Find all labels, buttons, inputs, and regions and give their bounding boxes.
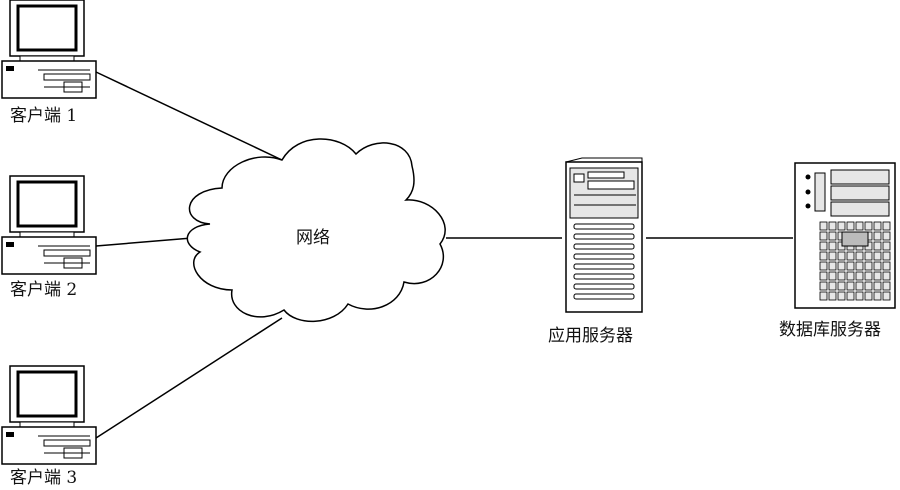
drive-bay-cell bbox=[846, 271, 855, 281]
drive-bay-cell bbox=[873, 261, 882, 271]
client-computer-icon bbox=[1, 365, 97, 465]
drive-bay-cell bbox=[855, 281, 864, 291]
drive-bay-cell bbox=[864, 281, 873, 291]
drive-bay-cell bbox=[882, 241, 891, 251]
client-computer-icon bbox=[1, 0, 97, 99]
drive-bay-cell bbox=[873, 241, 882, 251]
drive-bay-cell bbox=[819, 231, 828, 241]
client-2-label: 客户端 2 bbox=[10, 280, 78, 300]
drive-bay-cell bbox=[873, 231, 882, 241]
drive-bay-cell bbox=[864, 261, 873, 271]
link-client-1-network bbox=[95, 71, 283, 161]
drive-bay-cell bbox=[864, 271, 873, 281]
client-3-label: 客户端 3 bbox=[10, 468, 78, 488]
database-server-icon bbox=[794, 162, 896, 309]
drive-bay-cell bbox=[873, 291, 882, 301]
drive-bay-cell bbox=[819, 271, 828, 281]
drive-bay-cell bbox=[837, 251, 846, 261]
drive-bay-cell bbox=[828, 281, 837, 291]
client-computer-icon bbox=[1, 175, 97, 275]
drive-bay-cell bbox=[828, 291, 837, 301]
drive-bay-cell bbox=[819, 281, 828, 291]
drive-bay-cell bbox=[837, 221, 846, 231]
link-client-3-network bbox=[95, 317, 283, 439]
drive-bay-cell bbox=[819, 251, 828, 261]
drive-bay-cell bbox=[882, 281, 891, 291]
network-cloud-icon bbox=[186, 138, 446, 322]
drive-bay-cell bbox=[846, 221, 855, 231]
drive-bay-cell bbox=[846, 261, 855, 271]
drive-bay-cell bbox=[846, 251, 855, 261]
drive-bay-cell bbox=[864, 291, 873, 301]
drive-bay-cell bbox=[864, 251, 873, 261]
drive-bay-cell bbox=[882, 221, 891, 231]
link-client-2-network bbox=[95, 237, 193, 247]
drive-bay-cell bbox=[819, 241, 828, 251]
drive-bay-cell bbox=[855, 261, 864, 271]
drive-bay-cell bbox=[837, 291, 846, 301]
drive-bay-cell bbox=[873, 281, 882, 291]
drive-bay-cell bbox=[828, 221, 837, 231]
drive-bay-cell bbox=[819, 221, 828, 231]
client-1-label: 客户端 1 bbox=[10, 106, 78, 126]
drive-bay-cell bbox=[828, 241, 837, 251]
drive-bay-cell bbox=[846, 291, 855, 301]
drive-bay-cell bbox=[882, 251, 891, 261]
drive-bay-cell bbox=[882, 291, 891, 301]
app-server-icon bbox=[565, 157, 643, 313]
drive-bay-cell bbox=[828, 231, 837, 241]
drive-bay-cell bbox=[873, 251, 882, 261]
drive-bay-cell bbox=[837, 261, 846, 271]
drive-bay-cell bbox=[855, 291, 864, 301]
app-server-label: 应用服务器 bbox=[548, 326, 633, 346]
drive-bay-cell bbox=[837, 281, 846, 291]
drive-bay-cell bbox=[819, 261, 828, 271]
drive-bay-cell bbox=[873, 271, 882, 281]
drive-bay-cell bbox=[828, 251, 837, 261]
drive-bay-cell bbox=[837, 271, 846, 281]
drive-bay-cell bbox=[828, 261, 837, 271]
drive-bay-cell bbox=[846, 281, 855, 291]
drive-bay-cell bbox=[873, 221, 882, 231]
network-label: 网络 bbox=[296, 228, 330, 248]
drive-bay-cell bbox=[855, 221, 864, 231]
drive-bay-cell bbox=[882, 231, 891, 241]
drive-bay-cell bbox=[882, 271, 891, 281]
drive-bay-cell bbox=[819, 291, 828, 301]
drive-bay-cell bbox=[855, 251, 864, 261]
db-server-label: 数据库服务器 bbox=[779, 320, 881, 340]
drive-bay-cell bbox=[864, 221, 873, 231]
drive-bay-cell bbox=[882, 261, 891, 271]
drive-bay-cell bbox=[828, 271, 837, 281]
drive-bay-cell bbox=[855, 271, 864, 281]
